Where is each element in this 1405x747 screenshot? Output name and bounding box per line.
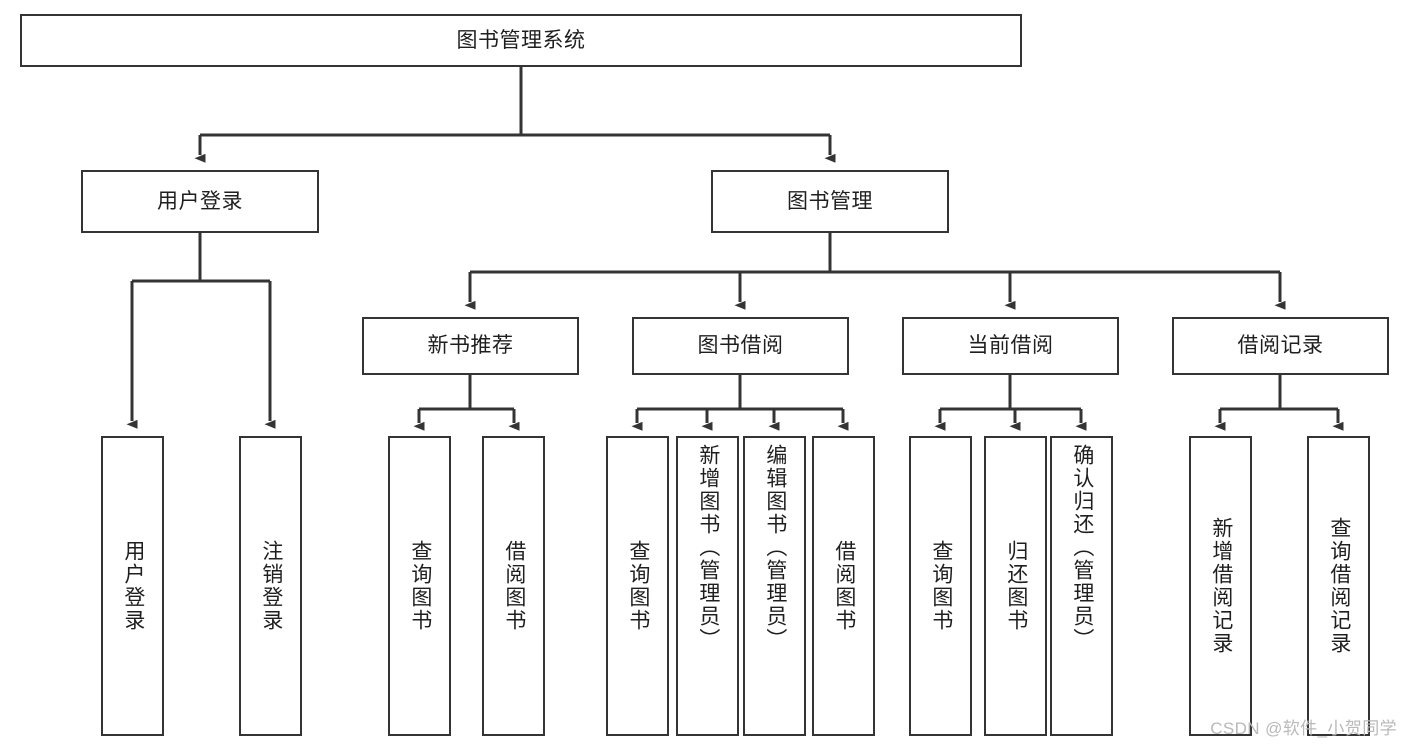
leaf-query-book-2-label: 查询图书 (626, 540, 650, 632)
node-new-book-recommend[interactable]: 新书推荐 (362, 317, 579, 375)
node-current-borrow[interactable]: 当前借阅 (902, 317, 1119, 375)
leaf-add-record[interactable]: 新增借阅记录 (1189, 436, 1252, 736)
leaf-query-record[interactable]: 查询借阅记录 (1307, 436, 1370, 736)
node-book-manage[interactable]: 图书管理 (711, 170, 949, 233)
leaf-borrow-book-2[interactable]: 借阅图书 (812, 436, 875, 736)
leaf-confirm-return-label: 确认归还（管理员） (1070, 444, 1094, 651)
node-borrow-record-label: 借阅记录 (1237, 334, 1324, 358)
leaf-add-record-label: 新增借阅记录 (1209, 517, 1233, 655)
node-user-login-label: 用户登录 (157, 189, 243, 213)
leaf-add-book[interactable]: 新增图书（管理员） (676, 436, 739, 736)
node-new-book-recommend-label: 新书推荐 (427, 334, 514, 358)
leaf-user-login[interactable]: 用户登录 (101, 436, 164, 736)
node-book-borrow[interactable]: 图书借阅 (632, 317, 849, 375)
leaf-query-record-label: 查询借阅记录 (1327, 517, 1351, 655)
leaf-query-book-1[interactable]: 查询图书 (388, 436, 451, 736)
csdn-watermark: CSDN @软件_小贺同学 (1210, 719, 1397, 738)
leaf-return-book-label: 归还图书 (1004, 540, 1028, 632)
leaf-query-book-2[interactable]: 查询图书 (606, 436, 669, 736)
leaf-confirm-return[interactable]: 确认归还（管理员） (1050, 436, 1113, 736)
leaf-query-book-3[interactable]: 查询图书 (909, 436, 972, 736)
node-root[interactable]: 图书管理系统 (20, 14, 1022, 67)
leaf-add-book-label: 新增图书（管理员） (696, 444, 720, 651)
node-current-borrow-label: 当前借阅 (967, 334, 1054, 358)
leaf-user-login-label: 用户登录 (121, 540, 145, 632)
node-root-label: 图书管理系统 (456, 28, 586, 52)
leaf-query-book-1-label: 查询图书 (408, 540, 432, 632)
leaf-edit-book[interactable]: 编辑图书（管理员） (743, 436, 806, 736)
node-user-login[interactable]: 用户登录 (81, 170, 319, 233)
leaf-borrow-book-2-label: 借阅图书 (832, 540, 856, 632)
leaf-edit-book-label: 编辑图书（管理员） (763, 444, 787, 651)
leaf-query-book-3-label: 查询图书 (929, 540, 953, 632)
node-book-manage-label: 图书管理 (787, 189, 873, 213)
leaf-return-book[interactable]: 归还图书 (984, 436, 1047, 736)
node-borrow-record[interactable]: 借阅记录 (1172, 317, 1389, 375)
leaf-user-logout-label: 注销登录 (259, 540, 283, 632)
leaf-user-logout[interactable]: 注销登录 (239, 436, 302, 736)
leaf-borrow-book-1[interactable]: 借阅图书 (482, 436, 545, 736)
leaf-borrow-book-1-label: 借阅图书 (502, 540, 526, 632)
node-book-borrow-label: 图书借阅 (697, 334, 784, 358)
